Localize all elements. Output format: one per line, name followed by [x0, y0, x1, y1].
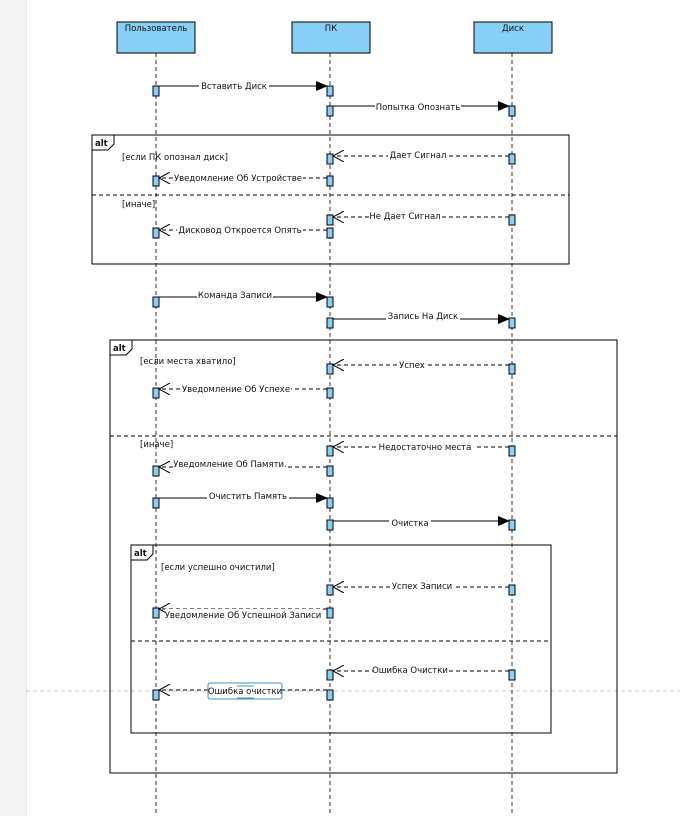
message-label: Не Дает Сигнал [369, 212, 440, 222]
activation-bar [326, 227, 334, 239]
activation-bar [152, 296, 160, 308]
activation-bar [326, 296, 334, 308]
activation-bar [326, 465, 334, 477]
message-write-command[interactable]: Команда Записи [159, 290, 328, 302]
activation-bar [508, 445, 516, 457]
message-memory-notification[interactable]: Уведомление Об Памяти. [159, 459, 327, 471]
alt-fragment-cleanup[interactable]: alt [если успешно очистили] [130, 544, 552, 734]
activation-bar [152, 465, 160, 477]
label-edit-box[interactable] [207, 682, 283, 700]
message-label: Уведомление Об Успехе [182, 385, 290, 395]
alt-fragment-recognition[interactable]: alt [если ПК опознал диск] [иначе] [91, 134, 570, 265]
activation-bar [326, 497, 334, 509]
message-label: Дисковод Откроется Опять [178, 226, 301, 236]
message-gives-signal[interactable]: Дает Сигнал [333, 150, 509, 162]
alt-tag: alt [113, 344, 126, 354]
activation-bar [508, 584, 516, 596]
alt-tag: alt [95, 139, 108, 149]
activation-bar [326, 85, 334, 97]
message-label: Очистить Память [209, 492, 287, 502]
message-drive-opens-again[interactable]: Дисковод Откроется Опять [159, 224, 327, 236]
activation-bar [152, 387, 160, 399]
message-label: Недостаточно места [379, 443, 472, 453]
activation-bar [326, 669, 334, 681]
message-try-recognize[interactable]: Попытка Опознать [333, 101, 510, 114]
message-success-notification[interactable]: Уведомление Об Успехе [159, 383, 327, 395]
activation-bar [326, 363, 334, 375]
message-insufficient-space[interactable]: Недостаточно места [333, 441, 509, 453]
message-write-to-disk[interactable]: Запись На Диск [333, 311, 510, 324]
activation-bar [152, 689, 160, 701]
activation-bar [508, 153, 516, 165]
activation-bar [508, 105, 516, 117]
message-label: Успех [399, 361, 425, 371]
activation-bar [326, 317, 334, 329]
activation-bar [326, 214, 334, 226]
message-write-success[interactable]: Успех Записи [333, 581, 509, 593]
guard-condition: [если ПК опознал диск] [122, 153, 228, 163]
message-write-success-notification[interactable]: Уведомление Об Успешной Записи [159, 609, 327, 621]
lifeline-lines [155, 53, 513, 816]
activation-bar [152, 175, 160, 187]
message-cleanup-error-user[interactable]: Ошибка очистки [159, 682, 327, 700]
message-clear-memory[interactable]: Очистить Память [159, 491, 328, 503]
message-label: Дает Сигнал [390, 151, 447, 161]
message-label: Команда Записи [198, 291, 272, 301]
guard-condition: [если успешно очистили] [161, 563, 275, 573]
message-label: Ошибка очистки [208, 687, 282, 697]
message-label: Уведомление Об Памяти. [173, 460, 287, 470]
activation-bar [326, 175, 334, 187]
alt-tag: alt [134, 549, 147, 559]
activation-bar [508, 519, 516, 531]
activation-bar [508, 669, 516, 681]
message-cleanup-error[interactable]: Ошибка Очистки [333, 665, 509, 677]
message-label: Запись На Диск [388, 312, 458, 322]
message-label: Уведомление Об Устройстве [174, 174, 302, 184]
activation-bar [508, 317, 516, 329]
message-label: Очистка [391, 519, 428, 529]
message-label: Уведомление Об Успешной Записи [165, 611, 322, 621]
message-success[interactable]: Успех [333, 359, 509, 371]
lifeline-pc-label: ПК [325, 24, 337, 34]
activation-bar [508, 214, 516, 226]
guard-condition: [если места хватило] [140, 357, 236, 367]
message-device-notification[interactable]: Уведомление Об Устройстве [159, 172, 327, 184]
message-label: Вставить Диск [201, 82, 267, 92]
activation-bar [326, 153, 334, 165]
activation-bar [326, 689, 334, 701]
lifeline-pc[interactable]: ПК [291, 21, 371, 54]
message-insert-disk[interactable]: Вставить Диск [159, 80, 328, 92]
lifeline-disk-label: Диск [502, 24, 524, 34]
activation-bar [152, 497, 160, 509]
lifeline-disk[interactable]: Диск [473, 21, 553, 54]
activation-bar [326, 519, 334, 531]
lifeline-user[interactable]: Пользователь [116, 21, 196, 54]
activation-bar [326, 105, 334, 117]
alt-fragment-space[interactable]: alt [если места хватило] [иначе] [109, 339, 618, 774]
message-label: Ошибка Очистки [372, 666, 448, 676]
guard-condition: [иначе] [140, 440, 173, 450]
message-cleanup[interactable]: Очистка [333, 516, 510, 529]
activation-bar [152, 85, 160, 97]
message-no-signal[interactable]: Не Дает Сигнал [333, 211, 509, 223]
activation-bar [326, 387, 334, 399]
activation-bar [152, 607, 160, 619]
guard-condition: [иначе] [122, 200, 155, 210]
message-label: Успех Записи [392, 582, 452, 592]
activation-bar [326, 445, 334, 457]
message-label: Попытка Опознать [376, 103, 461, 113]
activation-bar [326, 584, 334, 596]
activation-bar [152, 227, 160, 239]
activation-bar [326, 607, 334, 619]
activation-bar [508, 363, 516, 375]
left-gutter [0, 0, 27, 816]
lifeline-user-label: Пользователь [125, 24, 188, 34]
